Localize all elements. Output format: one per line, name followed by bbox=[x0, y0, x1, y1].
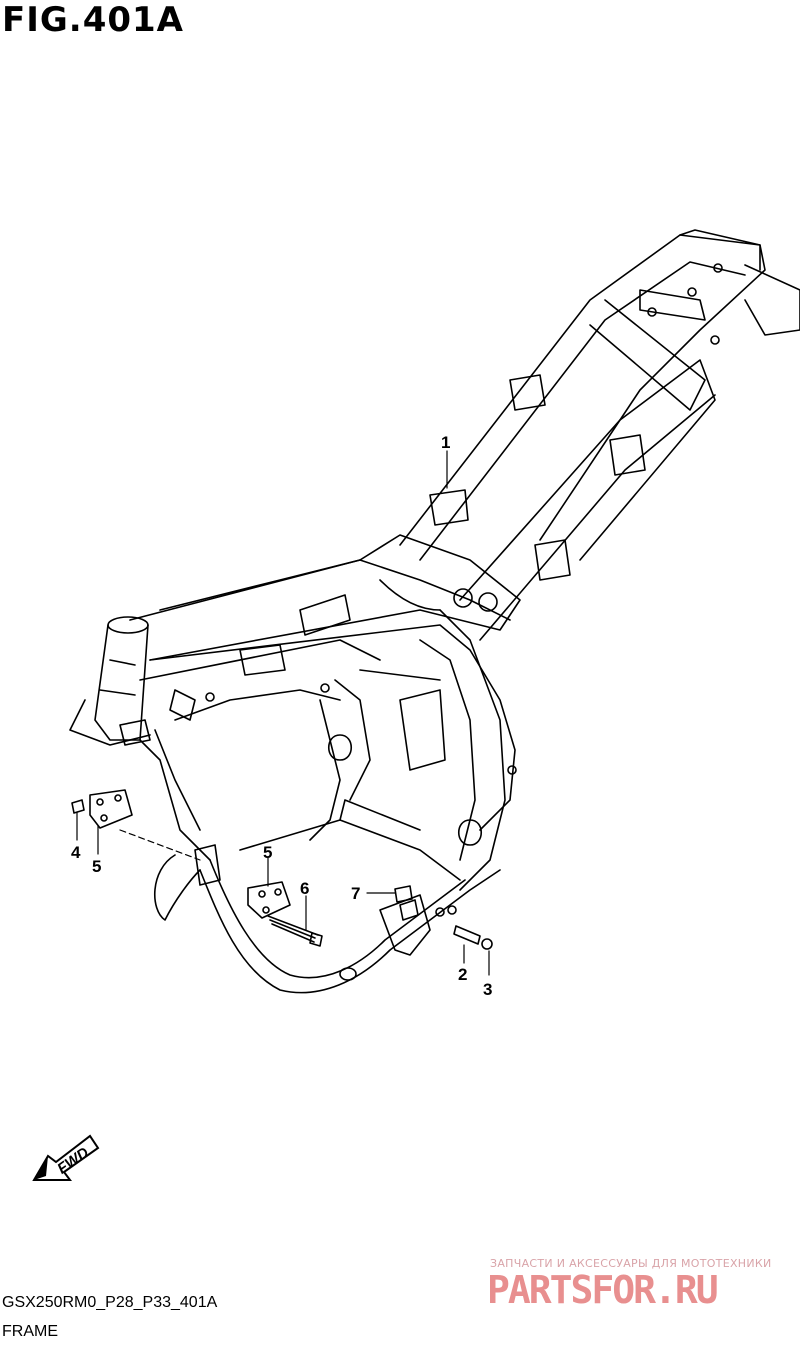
diagram-name: FRAME bbox=[2, 1323, 58, 1340]
bolt-4 bbox=[71, 799, 85, 814]
main-frame bbox=[129, 534, 521, 891]
brackets-and-fasteners bbox=[71, 789, 493, 950]
engine-bracket-right bbox=[247, 881, 291, 919]
bolt-6-shaft bbox=[269, 919, 316, 939]
engine-bracket-left bbox=[89, 789, 133, 829]
callout-1: 1 bbox=[441, 433, 450, 452]
callout-4: 4 bbox=[71, 843, 81, 862]
callout-5-right: 5 bbox=[263, 843, 272, 862]
callout-6: 6 bbox=[300, 879, 309, 898]
bolt-2 bbox=[453, 925, 481, 945]
diagram-code: GSX250RM0_P28_P33_401A bbox=[2, 1294, 218, 1311]
watermark-brand: PARTSFOR.RU bbox=[487, 1268, 719, 1312]
washer-3 bbox=[481, 938, 493, 950]
watermark-tagline: ЗАПЧАСТИ И АКСЕССУАРЫ ДЛЯ МОТОТЕХНИКИ bbox=[490, 1257, 772, 1270]
leader-lines bbox=[76, 450, 490, 976]
callout-7: 7 bbox=[351, 884, 360, 903]
figure-title: FIG.401A bbox=[2, 0, 184, 40]
fwd-arrow-icon: FWD bbox=[32, 1134, 100, 1181]
callout-5-left: 5 bbox=[92, 857, 101, 876]
rear-subframe bbox=[399, 229, 800, 641]
lower-cradle bbox=[154, 799, 501, 994]
nut-7 bbox=[394, 885, 413, 903]
callout-3: 3 bbox=[483, 980, 492, 999]
head-pipe bbox=[69, 616, 211, 861]
callout-2: 2 bbox=[458, 965, 467, 984]
